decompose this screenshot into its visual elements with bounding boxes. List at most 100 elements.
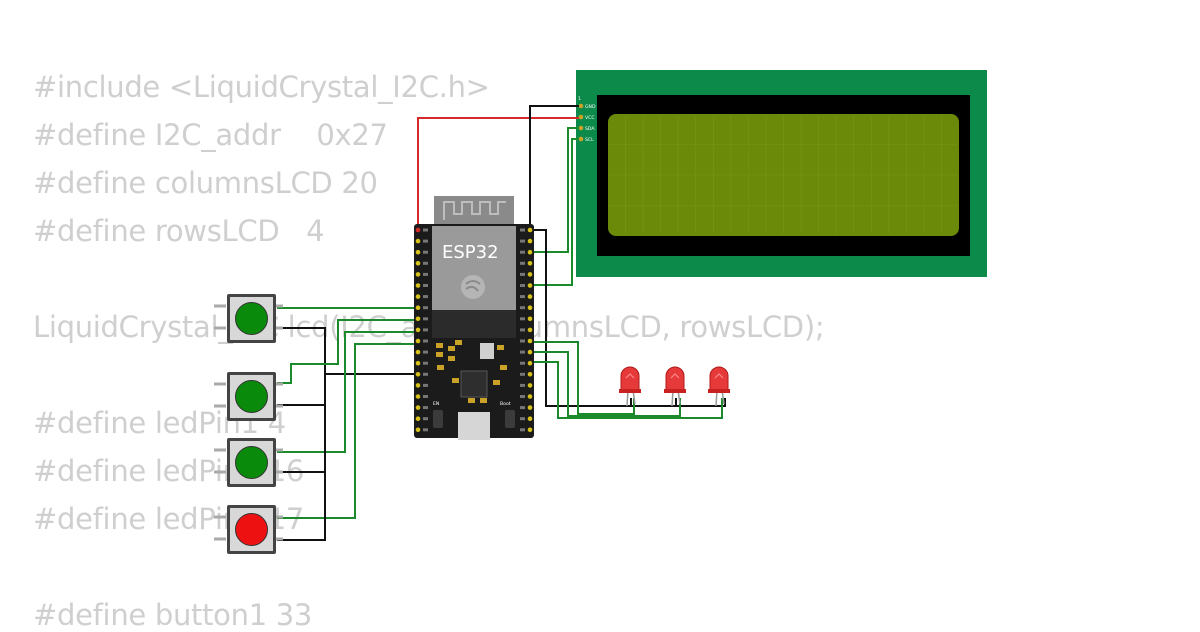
esp32-pin[interactable]: [527, 305, 533, 311]
esp32-pin[interactable]: [415, 283, 421, 288]
esp32-pin[interactable]: [415, 349, 421, 355]
pushbutton-3[interactable]: [214, 438, 283, 487]
pin-silkscreen: [520, 406, 525, 410]
esp32-pin[interactable]: [415, 294, 421, 299]
pushbutton-4[interactable]: [214, 505, 283, 554]
pin-silkscreen: [520, 339, 525, 343]
pin-silkscreen: [520, 228, 525, 232]
esp32-pin[interactable]: [527, 372, 533, 377]
esp32-module-base: [432, 310, 516, 338]
pin-silkscreen: [423, 328, 428, 332]
esp32-pin[interactable]: [527, 360, 533, 366]
smd-component: [448, 356, 455, 361]
en-button[interactable]: [433, 410, 443, 428]
smd-components: [436, 340, 507, 403]
pin-silkscreen: [520, 350, 525, 354]
esp32-right-pins: [520, 227, 533, 433]
pin-silkscreen: [423, 395, 428, 398]
esp32-pin[interactable]: [527, 383, 533, 388]
pin-silkscreen: [423, 406, 428, 410]
wire-button1-gnd[interactable]: [277, 327, 418, 375]
pin-silkscreen: [520, 417, 525, 421]
esp32-pin[interactable]: [415, 261, 421, 266]
esp32-pin[interactable]: [527, 338, 533, 344]
esp32-pin[interactable]: [527, 349, 533, 355]
code-line-3: #define columnsLCD 20: [33, 166, 378, 200]
wire-led1[interactable]: [523, 341, 635, 415]
lcd-pin-gnd: GND: [585, 104, 596, 110]
esp32-pin[interactable]: [527, 327, 533, 333]
wire-button4[interactable]: [277, 343, 418, 519]
esp32-pin[interactable]: [415, 416, 421, 422]
smd-component: [493, 380, 500, 385]
esp32-pin[interactable]: [527, 227, 533, 233]
wire-button2[interactable]: [277, 319, 418, 384]
lcd-module[interactable]: 1 GND VCC SDA SCL: [576, 70, 987, 277]
lcd-pixel-grid: [610, 116, 957, 234]
pin-silkscreen: [520, 328, 525, 332]
smd-component: [452, 378, 459, 383]
esp32-pin[interactable]: [527, 316, 533, 322]
esp32-pin[interactable]: [527, 394, 533, 399]
pin-silkscreen: [423, 428, 428, 432]
lcd-pins: GND VCC SDA SCL: [578, 103, 596, 143]
esp32-pin[interactable]: [527, 427, 533, 433]
wire-vcc[interactable]: [417, 117, 579, 228]
pin-silkscreen: [423, 284, 428, 287]
esp32-antenna: [434, 196, 514, 226]
en-label: EN: [433, 401, 439, 407]
esp32-pin[interactable]: [415, 383, 421, 388]
wire-led2[interactable]: [523, 351, 681, 417]
esp32-pin[interactable]: [415, 227, 421, 233]
esp32-pin[interactable]: [527, 261, 533, 266]
esp32-pin[interactable]: [415, 338, 421, 344]
esp32-pin[interactable]: [415, 327, 421, 333]
boot-button[interactable]: [505, 410, 515, 428]
esp32-pin[interactable]: [415, 394, 421, 399]
esp32-pin[interactable]: [527, 249, 533, 255]
led-3[interactable]: [708, 366, 730, 407]
esp32-pin[interactable]: [415, 272, 421, 277]
pushbutton-2[interactable]: [214, 372, 283, 421]
smd-component: [437, 365, 444, 370]
esp32-pin[interactable]: [527, 294, 533, 299]
esp32-pin[interactable]: [527, 283, 533, 288]
code-line-4: #define rowsLCD 4: [33, 214, 325, 248]
esp32-pin[interactable]: [527, 416, 533, 422]
esp32-pin[interactable]: [527, 272, 533, 277]
led-group: [619, 366, 730, 407]
esp32-pin[interactable]: [415, 249, 421, 255]
code-line-12: #define button1 33: [33, 598, 313, 632]
wire-led3[interactable]: [523, 361, 723, 419]
pin-silkscreen: [520, 250, 525, 254]
wire-lcd-gnd[interactable]: [529, 105, 579, 230]
pin-silkscreen: [423, 239, 428, 243]
pin-silkscreen: [520, 428, 525, 432]
lcd-pin-scl: SCL: [585, 137, 594, 143]
wire-button3[interactable]: [277, 331, 418, 453]
esp32-pin[interactable]: [415, 316, 421, 322]
pushbutton-1[interactable]: [214, 294, 283, 343]
pin-silkscreen: [423, 339, 428, 343]
wire-led-gnd[interactable]: [523, 229, 726, 407]
pin-silkscreen: [423, 317, 428, 321]
usb-port[interactable]: [458, 412, 490, 440]
pin-silkscreen: [423, 306, 428, 310]
wire-scl[interactable]: [523, 138, 579, 286]
smd-component: [500, 365, 507, 370]
esp32-pin[interactable]: [415, 305, 421, 311]
usb-chip: [460, 370, 488, 398]
esp32-pin[interactable]: [415, 238, 421, 244]
esp32-pin[interactable]: [415, 372, 421, 377]
led-2[interactable]: [664, 366, 686, 407]
esp32-pin[interactable]: [415, 405, 421, 410]
led-1[interactable]: [619, 366, 641, 407]
lcd-pin-sda: SDA: [585, 126, 595, 132]
esp32-pin[interactable]: [415, 360, 421, 366]
esp32-pin[interactable]: [415, 427, 421, 433]
esp32-pin[interactable]: [527, 405, 533, 410]
esp32-board[interactable]: ESP32 EN Boot: [414, 196, 534, 440]
esp32-left-pins: [415, 227, 428, 433]
esp32-pin[interactable]: [527, 238, 533, 244]
